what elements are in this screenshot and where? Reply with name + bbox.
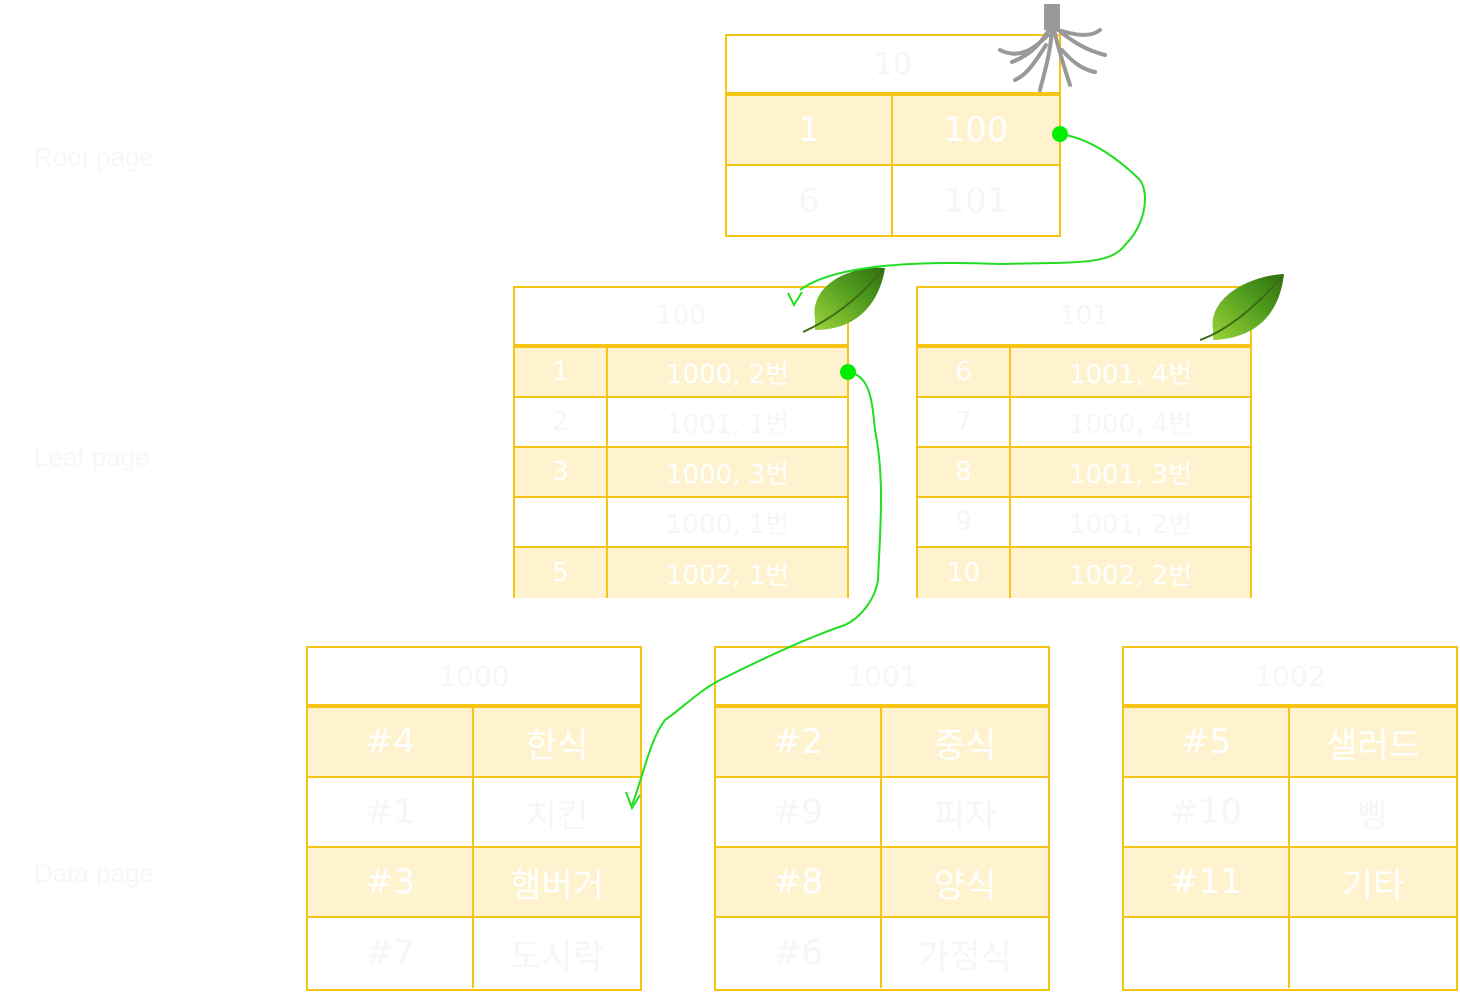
root-page-label: Root page — [34, 142, 154, 172]
ref-cell: 1000, 4번 — [1068, 409, 1193, 440]
data-page-1001: 1001 #2 중식 #9 피자 #8 양식 #6 가정식 — [714, 646, 1050, 991]
branch-page-101: 101 6 1001, 4번 7 1000, 4번 8 1001, 3번 9 1001,… — [916, 286, 1252, 598]
key-cell: 5 — [515, 548, 608, 598]
data-page-1002: 1002 #5 샐러드 #10 빵 #11 기타 — [1122, 646, 1458, 991]
ref-cell: 1001, 4번 — [1068, 359, 1193, 390]
record-row: #11 기타 — [1124, 848, 1456, 918]
id-cell: #10 — [1124, 778, 1290, 846]
name-cell: 피자 — [933, 795, 997, 836]
page-number: 10 — [727, 36, 1059, 96]
record-row: #4 한식 — [308, 708, 640, 778]
key-cell: 6 — [918, 348, 1011, 396]
record-row: #3 햄버거 — [308, 848, 640, 918]
index-row: 1 100 — [727, 96, 1059, 166]
index-row: 7 1000, 4번 — [918, 398, 1250, 448]
key-cell: 3 — [515, 448, 608, 496]
branch-page-100: 100 1 1000, 2번 2 1001, 1번 3 1000, 3번 1000, … — [513, 286, 849, 598]
name-cell — [1290, 918, 1456, 988]
key-cell: 7 — [918, 398, 1011, 446]
record-row: #5 샐러드 — [1124, 708, 1456, 778]
index-row: 8 1001, 3번 — [918, 448, 1250, 498]
name-cell: 치킨 — [525, 795, 589, 836]
id-cell: #3 — [308, 848, 474, 916]
name-cell: 샐러드 — [1326, 725, 1420, 766]
page-number: 1000 — [308, 648, 640, 708]
index-row: 10 1002, 2번 — [918, 548, 1250, 598]
key-cell: 10 — [918, 548, 1011, 598]
record-row: #1 치킨 — [308, 778, 640, 848]
id-cell — [1124, 918, 1290, 988]
id-cell: #9 — [716, 778, 882, 846]
key-cell: 1 — [515, 348, 608, 396]
page-number: 1001 — [716, 648, 1048, 708]
ref-cell: 1002, 2번 — [1068, 560, 1193, 591]
record-row — [1124, 918, 1456, 988]
pointer-cell: 101 — [943, 181, 1009, 221]
name-cell: 가정식 — [918, 936, 1012, 977]
record-row: #9 피자 — [716, 778, 1048, 848]
key-cell: 2 — [515, 398, 608, 446]
key-cell: 8 — [918, 448, 1011, 496]
index-row: 6 101 — [727, 166, 1059, 236]
index-row: 1000, 1번 — [515, 498, 847, 548]
pointer-cell: 100 — [943, 110, 1009, 150]
ref-cell: 1001, 1번 — [665, 409, 790, 440]
page-number: 101 — [918, 288, 1250, 348]
ref-cell: 1002, 1번 — [665, 560, 790, 591]
name-cell: 양식 — [933, 865, 997, 906]
key-cell: 9 — [918, 498, 1011, 546]
ref-cell: 1000, 3번 — [665, 459, 790, 490]
record-row: #7 도시락 — [308, 918, 640, 988]
record-row: #2 중식 — [716, 708, 1048, 778]
index-row: 3 1000, 3번 — [515, 448, 847, 498]
id-cell: #1 — [308, 778, 474, 846]
name-cell: 중식 — [933, 725, 997, 766]
index-row: 6 1001, 4번 — [918, 348, 1250, 398]
ref-cell: 1001, 3번 — [1068, 459, 1193, 490]
page-number: 1002 — [1124, 648, 1456, 708]
data-page-1000: 1000 #4 한식 #1 치킨 #3 햄버거 #7 도시락 — [306, 646, 642, 991]
record-row: #10 빵 — [1124, 778, 1456, 848]
ref-cell: 1000, 2번 — [665, 359, 790, 390]
index-row: 2 1001, 1번 — [515, 398, 847, 448]
record-row: #6 가정식 — [716, 918, 1048, 988]
id-cell: #5 — [1124, 708, 1290, 776]
key-cell: 6 — [727, 166, 893, 236]
root-page: 10 1 100 6 101 — [725, 34, 1061, 237]
id-cell: #6 — [716, 918, 882, 988]
key-cell — [515, 498, 608, 546]
index-row: 1 1000, 2번 — [515, 348, 847, 398]
id-cell: #4 — [308, 708, 474, 776]
record-row: #8 양식 — [716, 848, 1048, 918]
name-cell: 도시락 — [510, 936, 604, 977]
page-number: 100 — [515, 288, 847, 348]
id-cell: #11 — [1124, 848, 1290, 916]
name-cell: 기타 — [1341, 865, 1405, 906]
index-row: 9 1001, 2번 — [918, 498, 1250, 548]
ref-cell: 1000, 1번 — [665, 509, 790, 540]
id-cell: #8 — [716, 848, 882, 916]
name-cell: 한식 — [525, 725, 589, 766]
id-cell: #7 — [308, 918, 474, 988]
data-page-label: Data page — [34, 858, 154, 888]
ref-cell: 1001, 2번 — [1068, 509, 1193, 540]
index-row: 5 1002, 1번 — [515, 548, 847, 598]
id-cell: #2 — [716, 708, 882, 776]
key-cell: 1 — [727, 96, 893, 164]
name-cell: 햄버거 — [510, 865, 604, 906]
name-cell: 빵 — [1357, 795, 1389, 836]
branch-page-label: Leaf page — [34, 442, 150, 472]
